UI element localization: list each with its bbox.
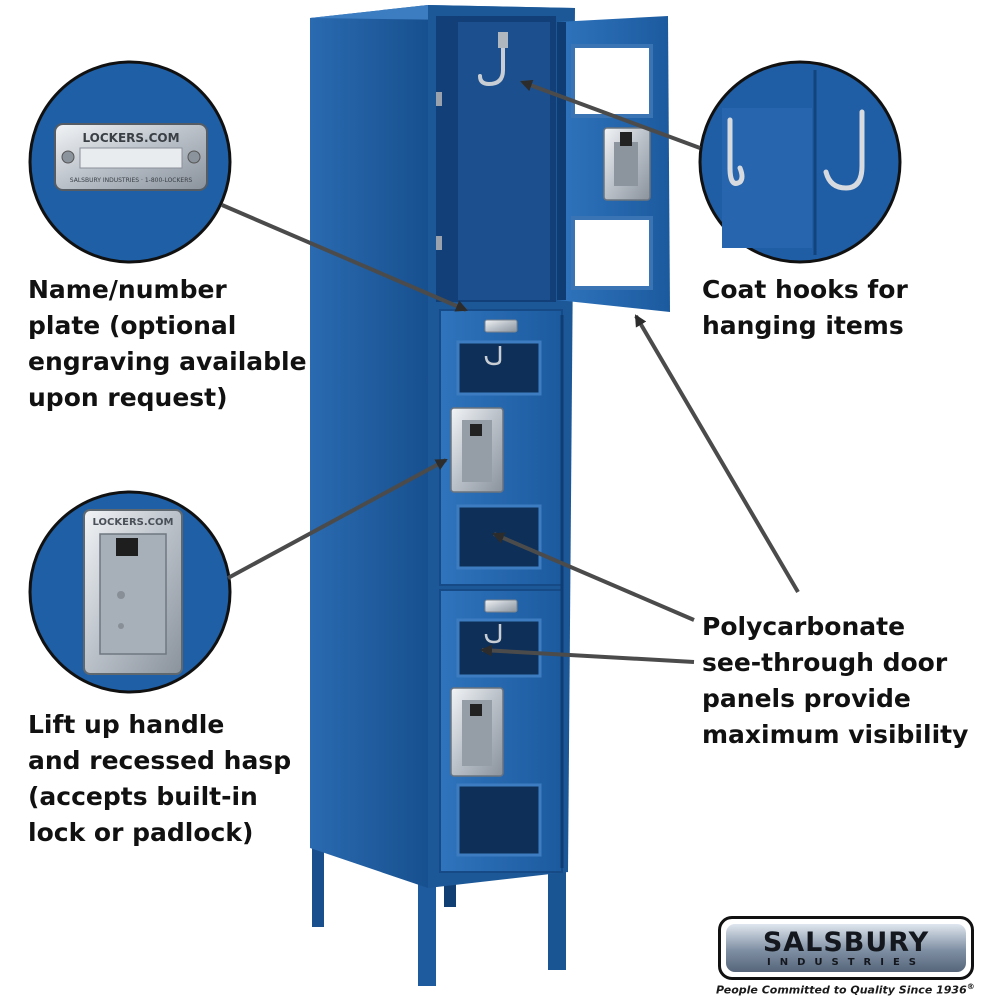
open-door-edge	[557, 22, 566, 300]
brand-badge: SALSBURY INDUSTRIES	[718, 916, 974, 980]
locker-leg	[548, 868, 566, 970]
callout-line: Polycarbonate	[702, 612, 906, 641]
callout-line: and recessed hasp	[28, 746, 292, 775]
coat-hook-icon	[727, 117, 745, 186]
compartment-latch-bracket	[436, 92, 442, 106]
coat-hooks-callout: Coat hooks for hanging items	[702, 272, 908, 344]
callout-line: engraving available	[28, 347, 307, 376]
compartment-latch-bracket	[436, 236, 442, 250]
coat-hook-icon	[484, 346, 502, 366]
nameplate-engraving-area	[79, 147, 183, 169]
handle-detail-label: LOCKERS.COM	[93, 517, 174, 528]
handle-detail-rivet	[117, 591, 125, 599]
callout-arrow	[634, 314, 800, 594]
hasp-recess	[614, 142, 638, 186]
callout-line: Name/number	[28, 275, 227, 304]
handle-detail-catch	[116, 538, 138, 556]
locker-leg	[312, 845, 324, 927]
callout-line: (accepts built-in	[28, 782, 258, 811]
door-window-panel	[571, 216, 653, 290]
callout-arrow	[520, 79, 701, 150]
nameplate-detail-title: LOCKERS.COM	[82, 131, 179, 145]
screw-icon	[187, 150, 201, 164]
callout-arrow	[221, 203, 468, 312]
nameplate-callout: Name/number plate (optional engraving av…	[28, 272, 307, 416]
brand-subtitle: INDUSTRIES	[767, 957, 925, 968]
handle-callout: Lift up handle and recessed hasp (accept…	[28, 707, 291, 851]
registered-mark: ®	[966, 982, 975, 991]
callout-line: Coat hooks for	[702, 275, 908, 304]
coat-hook-icon	[478, 34, 505, 87]
coat-hook-icon	[484, 624, 502, 644]
callout-arrow	[227, 458, 448, 580]
callout-line: Lift up handle	[28, 710, 225, 739]
callout-line: see-through door	[702, 648, 948, 677]
brand-name: SALSBURY	[762, 927, 930, 958]
handle-detail-rivet	[118, 623, 124, 629]
coat-hook-mount	[498, 32, 508, 48]
coat-hook-icon	[823, 109, 865, 191]
callout-line: upon request)	[28, 383, 228, 412]
polycarbonate-callout: Polycarbonate see-through door panels pr…	[702, 609, 968, 753]
hasp-catch	[470, 424, 482, 436]
callout-arrow	[492, 532, 695, 622]
brand-badge-inner: SALSBURY INDUSTRIES	[726, 924, 966, 972]
brand-tagline-text: People Committed to Quality Since 1936	[716, 983, 967, 997]
callout-line: lock or padlock)	[28, 818, 254, 847]
callout-line: hanging items	[702, 311, 904, 340]
hasp-catch	[620, 132, 632, 146]
callout-arrow	[480, 644, 695, 664]
door-window-panel	[456, 783, 542, 857]
callout-line: panels provide	[702, 684, 911, 713]
coat-hooks-detail-wall	[722, 108, 812, 248]
name-number-plate	[484, 599, 518, 613]
locker-leg	[418, 878, 436, 986]
callout-line: plate (optional	[28, 311, 237, 340]
screw-icon	[61, 150, 75, 164]
name-number-plate	[484, 319, 518, 333]
brand-tagline: People Committed to Quality Since 1936®	[716, 982, 975, 997]
hasp-catch	[470, 704, 482, 716]
nameplate-detail-subtitle: SALSBURY INDUSTRIES · 1-800-LOCKERS	[70, 177, 193, 184]
callout-line: maximum visibility	[702, 720, 969, 749]
brand-logo: SALSBURY INDUSTRIES People Committed to …	[716, 916, 975, 1000]
locker-side-panel	[310, 5, 428, 888]
